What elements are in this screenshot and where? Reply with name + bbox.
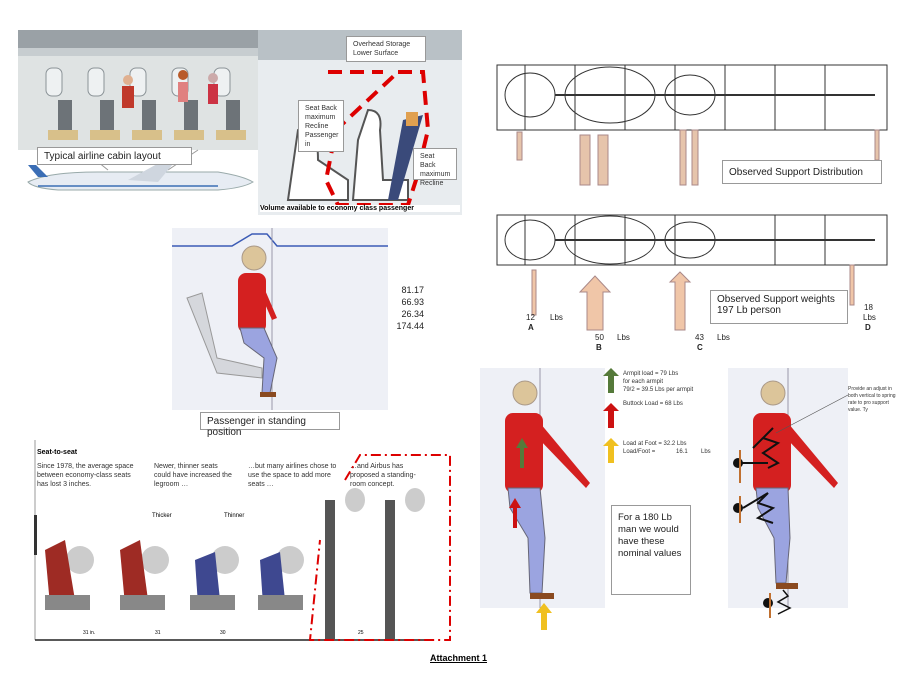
thicker-label: Thicker xyxy=(152,513,172,519)
foot-load-value: 16.1 xyxy=(676,449,688,455)
standing-values: 81.17 66.93 26.34 174.44 xyxy=(390,284,424,332)
support-a-unit: Lbs xyxy=(550,313,563,322)
support-d-unit: Lbs xyxy=(863,313,876,322)
support-distribution-caption: Observed Support Distribution xyxy=(722,160,882,184)
foot-load-label: Load/Foot = xyxy=(623,449,656,455)
thinner-label: Thinner xyxy=(224,513,245,519)
attachment-title: Attachment 1 xyxy=(430,653,488,663)
support-weights-line2: 197 Lb person xyxy=(717,305,781,316)
support-weights-line1: Observed Support weights xyxy=(717,294,835,305)
support-c-value: 43 xyxy=(695,333,704,342)
support-b-unit: Lbs xyxy=(617,333,630,342)
skeleton-support-weights xyxy=(496,214,888,331)
skeleton-support-distribution xyxy=(496,64,888,186)
seat-to-seat-title: Seat-to-seat xyxy=(37,449,78,456)
standing-value: 26.34 xyxy=(401,309,424,319)
spring-figure-illustration xyxy=(728,368,849,618)
seat-panel-text: …and Airbus has proposed a standing-room… xyxy=(350,463,416,488)
cabin-image: Typical airline cabin layout xyxy=(18,30,258,205)
seat-dim: 31 xyxy=(155,630,161,636)
support-b-label: B xyxy=(596,343,602,352)
nominal-note: For a 180 Lb man we would have these nom… xyxy=(611,505,691,595)
standing-value: 174.44 xyxy=(396,321,424,331)
load-figure-illustration xyxy=(480,368,619,630)
seat-illustration xyxy=(34,440,451,641)
support-d-value: 18 xyxy=(864,303,873,312)
seat-dim: 31 in. xyxy=(83,630,96,636)
cabin-caption: Typical airline cabin layout xyxy=(37,147,192,165)
armpit-load-text: Armpit load = 79 Lbs for each armpit 79/… xyxy=(623,370,693,394)
volume-caption: Volume available to economy class passen… xyxy=(260,205,460,212)
support-d-label: D xyxy=(865,323,871,332)
seat-panel-text: Newer, thinner seats could have increase… xyxy=(154,463,232,488)
seat-dim: 25 xyxy=(358,630,364,636)
overhead-label: Overhead Storage Lower Surface xyxy=(346,36,426,62)
armpit-per: 79/2 = 39.5 Lbs per armpit xyxy=(623,387,694,393)
armpit-each: for each armpit xyxy=(623,379,664,385)
foot-load: Load at Foot = 32.2 Lbs xyxy=(623,441,687,447)
cabin-illustration xyxy=(18,30,258,191)
armpit-load: Armpit load = 79 Lbs xyxy=(623,371,679,377)
foot-load-unit: Lbs xyxy=(701,449,711,455)
standing-passenger-illustration xyxy=(172,228,388,410)
seat-to-seat-graphic: Seat-to-seat Since 1978, the average spa… xyxy=(20,440,460,645)
standing-value: 81.17 xyxy=(401,285,424,295)
recline-label: Seat Back maximum Recline xyxy=(413,148,457,187)
buttock-load: Buttock Load = 68 Lbs xyxy=(623,401,683,407)
seat-dim: 30 xyxy=(220,630,226,636)
volume-image: Overhead Storage Lower Surface Seat Back… xyxy=(258,30,462,215)
standing-caption: Passenger in standing position xyxy=(200,412,340,438)
support-a-value: 12 xyxy=(526,313,535,322)
support-b-value: 50 xyxy=(595,333,604,342)
spring-note: Provide an adjust in both vertical to sp… xyxy=(848,386,896,413)
seat-panel-text: Since 1978, the average space between ec… xyxy=(37,463,134,488)
support-a-label: A xyxy=(528,323,534,332)
support-weights-caption: Observed Support weights 197 Lb person xyxy=(710,290,848,324)
recline-passenger-label: Seat Back maximum Recline Passenger in xyxy=(298,100,344,152)
support-c-unit: Lbs xyxy=(717,333,730,342)
standing-value: 66.93 xyxy=(401,297,424,307)
support-c-label: C xyxy=(697,343,703,352)
seat-panel-text: …but many airlines chose to use the spac… xyxy=(248,463,337,488)
